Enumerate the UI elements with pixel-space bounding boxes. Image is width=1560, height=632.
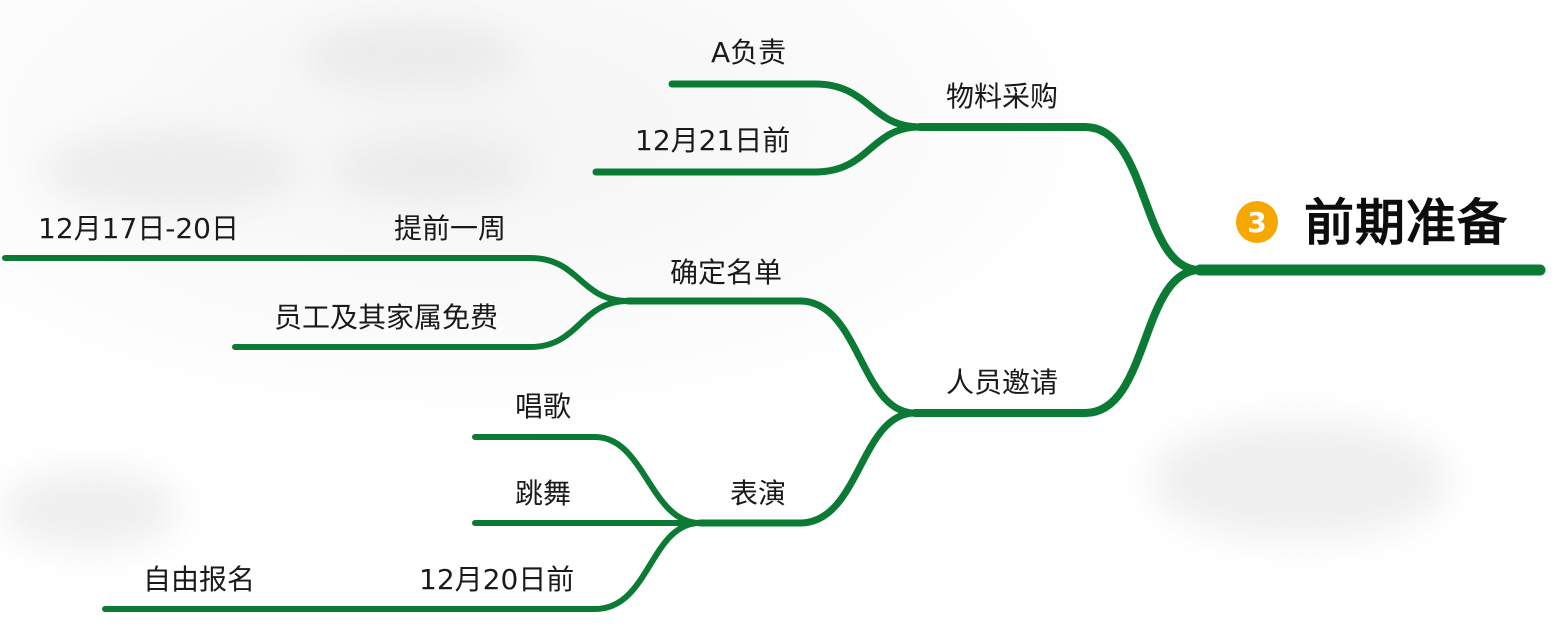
branch-root-to-wuliao xyxy=(916,123,1204,274)
page-title: 前期准备 xyxy=(1304,194,1508,252)
branch-root-to-renyuan xyxy=(911,266,1204,417)
node-date-1221: 12月21日前 xyxy=(635,124,791,157)
step-number-badge: 3 xyxy=(1236,201,1278,243)
branch-lines xyxy=(2,80,1546,612)
node-yuangong: 员工及其家属免费 xyxy=(274,301,499,334)
node-queding: 确定名单 xyxy=(670,256,783,289)
branch-wuliao-to-1221 xyxy=(592,123,924,176)
branch-biaoyan-to-1220 xyxy=(102,520,703,612)
background-mist xyxy=(40,130,300,210)
node-date-1217: 12月17日-20日 xyxy=(38,212,239,245)
node-changge: 唱歌 xyxy=(515,390,572,423)
background-mist xyxy=(330,140,530,200)
branch-queding-to-tiqian xyxy=(2,255,631,304)
branch-wuliao-to-afuze xyxy=(668,80,924,131)
node-wuliao: 物料采购 xyxy=(946,80,1059,113)
node-biaoyan: 表演 xyxy=(730,477,787,510)
background-mist xyxy=(0,470,180,550)
node-tiqian: 提前一周 xyxy=(394,212,507,245)
branch-biaoyan-to-changge xyxy=(472,434,703,526)
background-mist xyxy=(1150,420,1450,540)
background-mist xyxy=(300,20,520,90)
branch-renyuan-to-queding xyxy=(624,297,919,417)
branch-renyuan-to-biaoyan xyxy=(696,409,919,527)
node-tiaowu: 跳舞 xyxy=(515,477,572,510)
node-renyuan: 人员邀请 xyxy=(946,366,1059,399)
node-date-1220: 12月20日前 xyxy=(419,563,575,596)
node-a-fuze: A负责 xyxy=(711,36,787,69)
branch-queding-to-yuangong xyxy=(232,298,631,350)
node-ziyou: 自由报名 xyxy=(143,563,256,596)
